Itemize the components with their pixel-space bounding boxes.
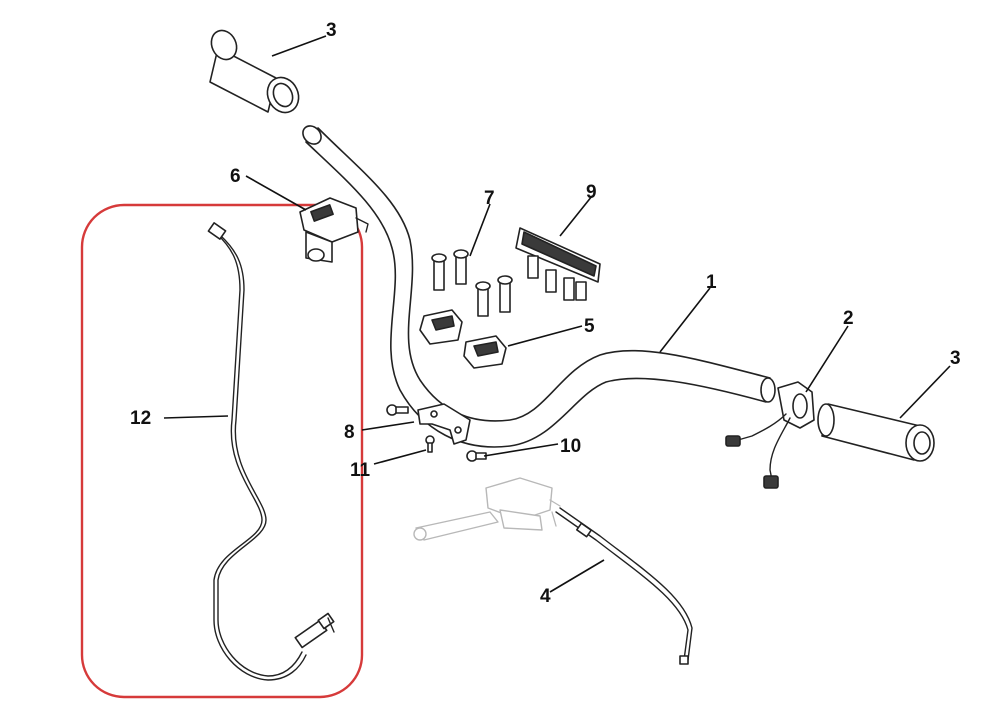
- faded-brake-lever-assembly: [413, 477, 561, 541]
- small-screws: [386, 404, 487, 462]
- highlight-box-part-12: [80, 203, 364, 699]
- part-8-bracket: [417, 403, 471, 445]
- callout-2: 2: [843, 308, 854, 329]
- part-6-housing: [299, 197, 369, 263]
- part-5-clamp-blocks: [419, 309, 507, 369]
- callout-5: 5: [584, 316, 595, 337]
- part-3-grip-top: [209, 29, 300, 114]
- part-4-cable: [555, 507, 693, 665]
- part-9-top-clamp: [515, 227, 601, 301]
- callout-4: 4: [540, 586, 551, 607]
- callout-3-right: 3: [950, 348, 961, 369]
- callout-12: 12: [130, 408, 151, 429]
- part-3-grip-right: [817, 403, 935, 462]
- callout-8: 8: [344, 422, 355, 443]
- callout-3-top: 3: [326, 20, 337, 41]
- part-2-throttle-housing: [725, 381, 815, 489]
- part-7-bolts: [431, 249, 513, 317]
- callout-6: 6: [230, 166, 241, 187]
- callout-7: 7: [484, 188, 495, 209]
- part-12-cable: [207, 222, 335, 681]
- leader-lines: [163, 35, 951, 593]
- part-1-handlebar: [302, 125, 776, 448]
- callout-10: 10: [560, 436, 581, 457]
- callout-1: 1: [706, 272, 717, 293]
- callout-9: 9: [586, 182, 597, 203]
- callout-11: 11: [350, 460, 371, 481]
